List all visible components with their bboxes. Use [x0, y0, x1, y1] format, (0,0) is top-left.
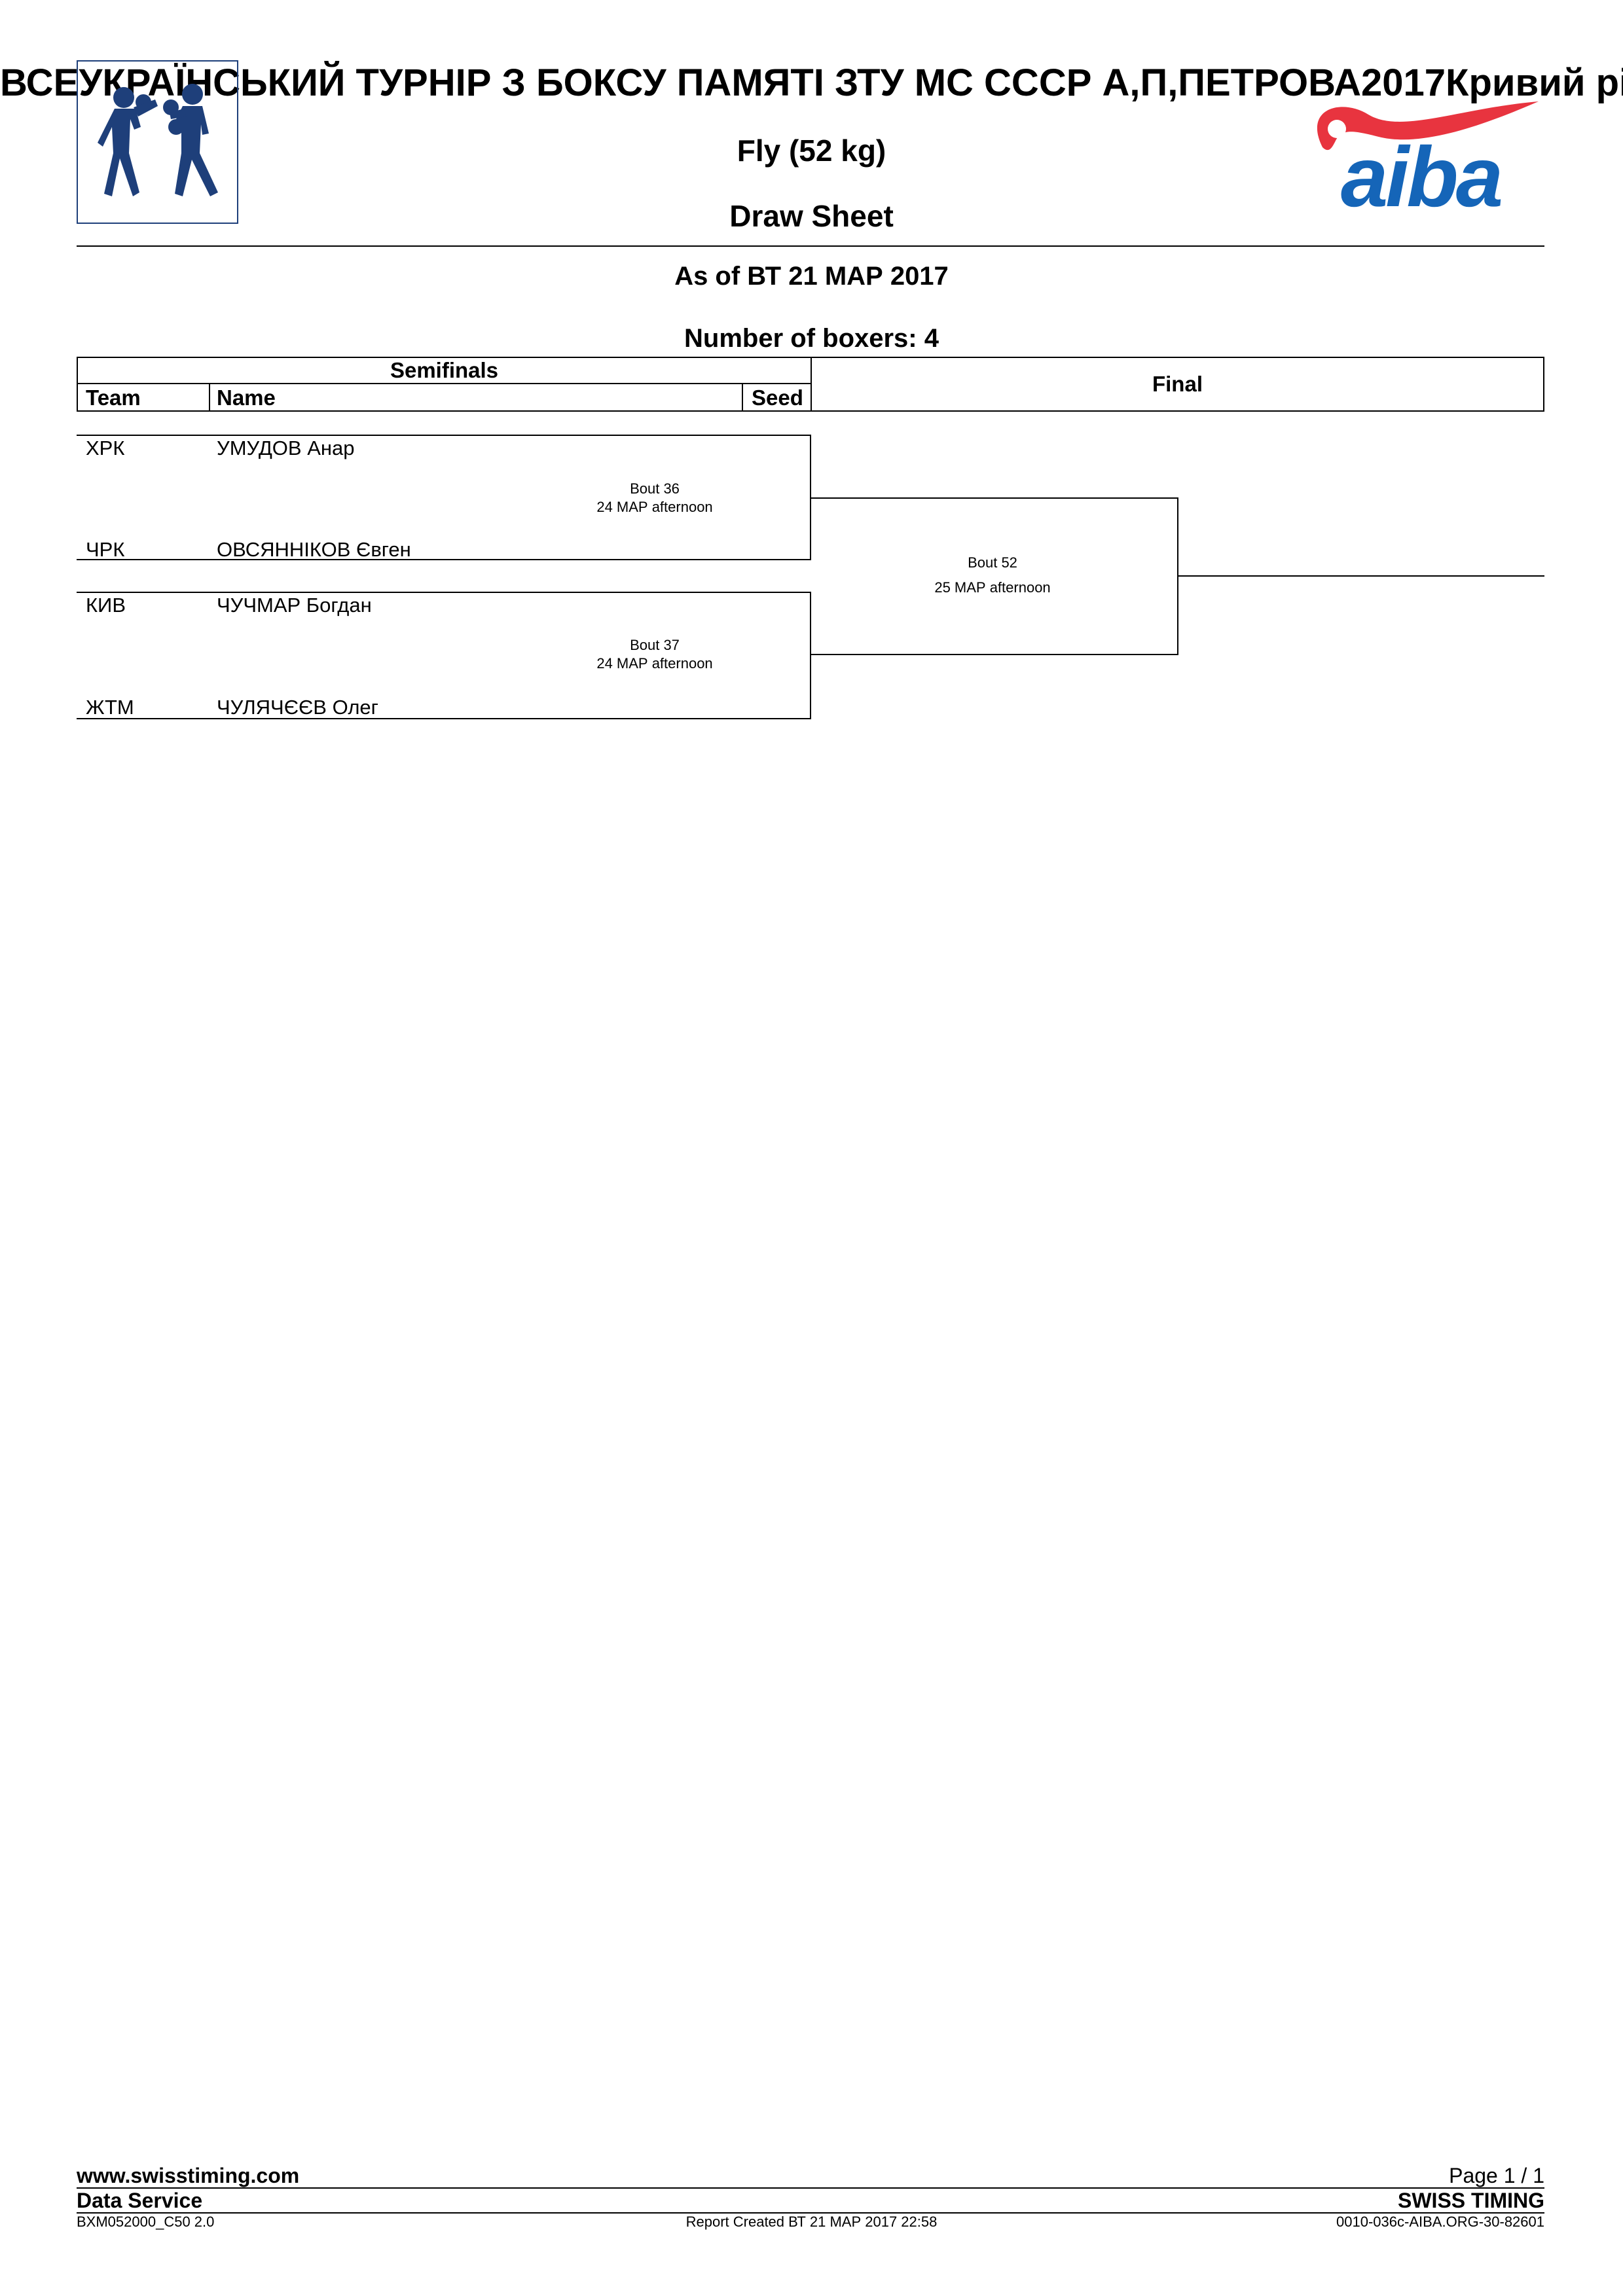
final-bout-label: Bout 52: [968, 554, 1017, 571]
header-divider: [77, 245, 1544, 247]
footer-divider: [77, 2187, 1544, 2189]
team-code: ХРК: [86, 437, 125, 459]
bout-time: 24 МАР afternoon: [596, 499, 713, 515]
page-number: Page 1 / 1: [1449, 2164, 1544, 2187]
tournament-title: ВСЕУКРАЇНСЬКИЙ ТУРНІР З БОКСУ ПАМЯТІ ЗТУ…: [0, 62, 1623, 104]
document-id: 0010-036c-AIBA.ORG-30-82601: [1336, 2214, 1544, 2230]
bout-box: [77, 592, 811, 719]
as-of-date: As of ВТ 21 МАР 2017: [674, 262, 949, 291]
boxer-name: ЧУЧМАР Богдан: [217, 594, 372, 617]
semifinals-header-divider: [77, 383, 812, 384]
aiba-logo: aiba: [1296, 95, 1545, 224]
bout-label: Bout 36: [630, 480, 680, 497]
footer-divider-bottom: [77, 2212, 1544, 2214]
final-bout-time: 25 МАР afternoon: [934, 579, 1051, 596]
final-label: Final: [1152, 372, 1203, 396]
data-service-label: Data Service: [77, 2189, 203, 2212]
document-type: Draw Sheet: [729, 199, 894, 233]
final-bout-box: [811, 497, 1178, 655]
aiba-logo-text: aiba: [1340, 129, 1503, 224]
boxers-silhouette-icon: [98, 84, 218, 196]
boxer-name: ОВСЯННІКОВ Євген: [217, 538, 411, 561]
seed-column-header: Seed: [752, 386, 803, 410]
final-header: [811, 357, 1544, 412]
bout-label: Bout 37: [630, 637, 680, 653]
team-column-header: Team: [86, 386, 141, 410]
boxer-count: Number of boxers: 4: [684, 324, 939, 353]
team-code: ЧРК: [86, 538, 125, 561]
weight-class: Fly (52 kg): [737, 134, 886, 168]
team-code: КИВ: [86, 594, 126, 617]
seed-col-divider: [742, 383, 743, 412]
report-created: Report Created ВТ 21 МАР 2017 22:58: [685, 2214, 938, 2230]
swiss-timing-brand: SWISS TIMING: [1398, 2189, 1544, 2212]
boxer-name: УМУДОВ Анар: [217, 437, 355, 459]
boxer-name: ЧУЛЯЧЄЄВ Олег: [217, 696, 378, 719]
team-col-divider: [209, 383, 210, 412]
team-code: ЖТМ: [86, 696, 134, 719]
aiba-swoosh-icon: [1317, 101, 1539, 151]
winner-line: [1177, 575, 1544, 577]
bout-time: 24 МАР afternoon: [596, 655, 713, 672]
website-link[interactable]: www.swisstiming.com: [77, 2164, 300, 2187]
boxers-logo: [77, 60, 238, 224]
name-column-header: Name: [217, 386, 276, 410]
semifinals-label: Semifinals: [390, 358, 499, 382]
report-code: BXM052000_C50 2.0: [77, 2214, 215, 2230]
